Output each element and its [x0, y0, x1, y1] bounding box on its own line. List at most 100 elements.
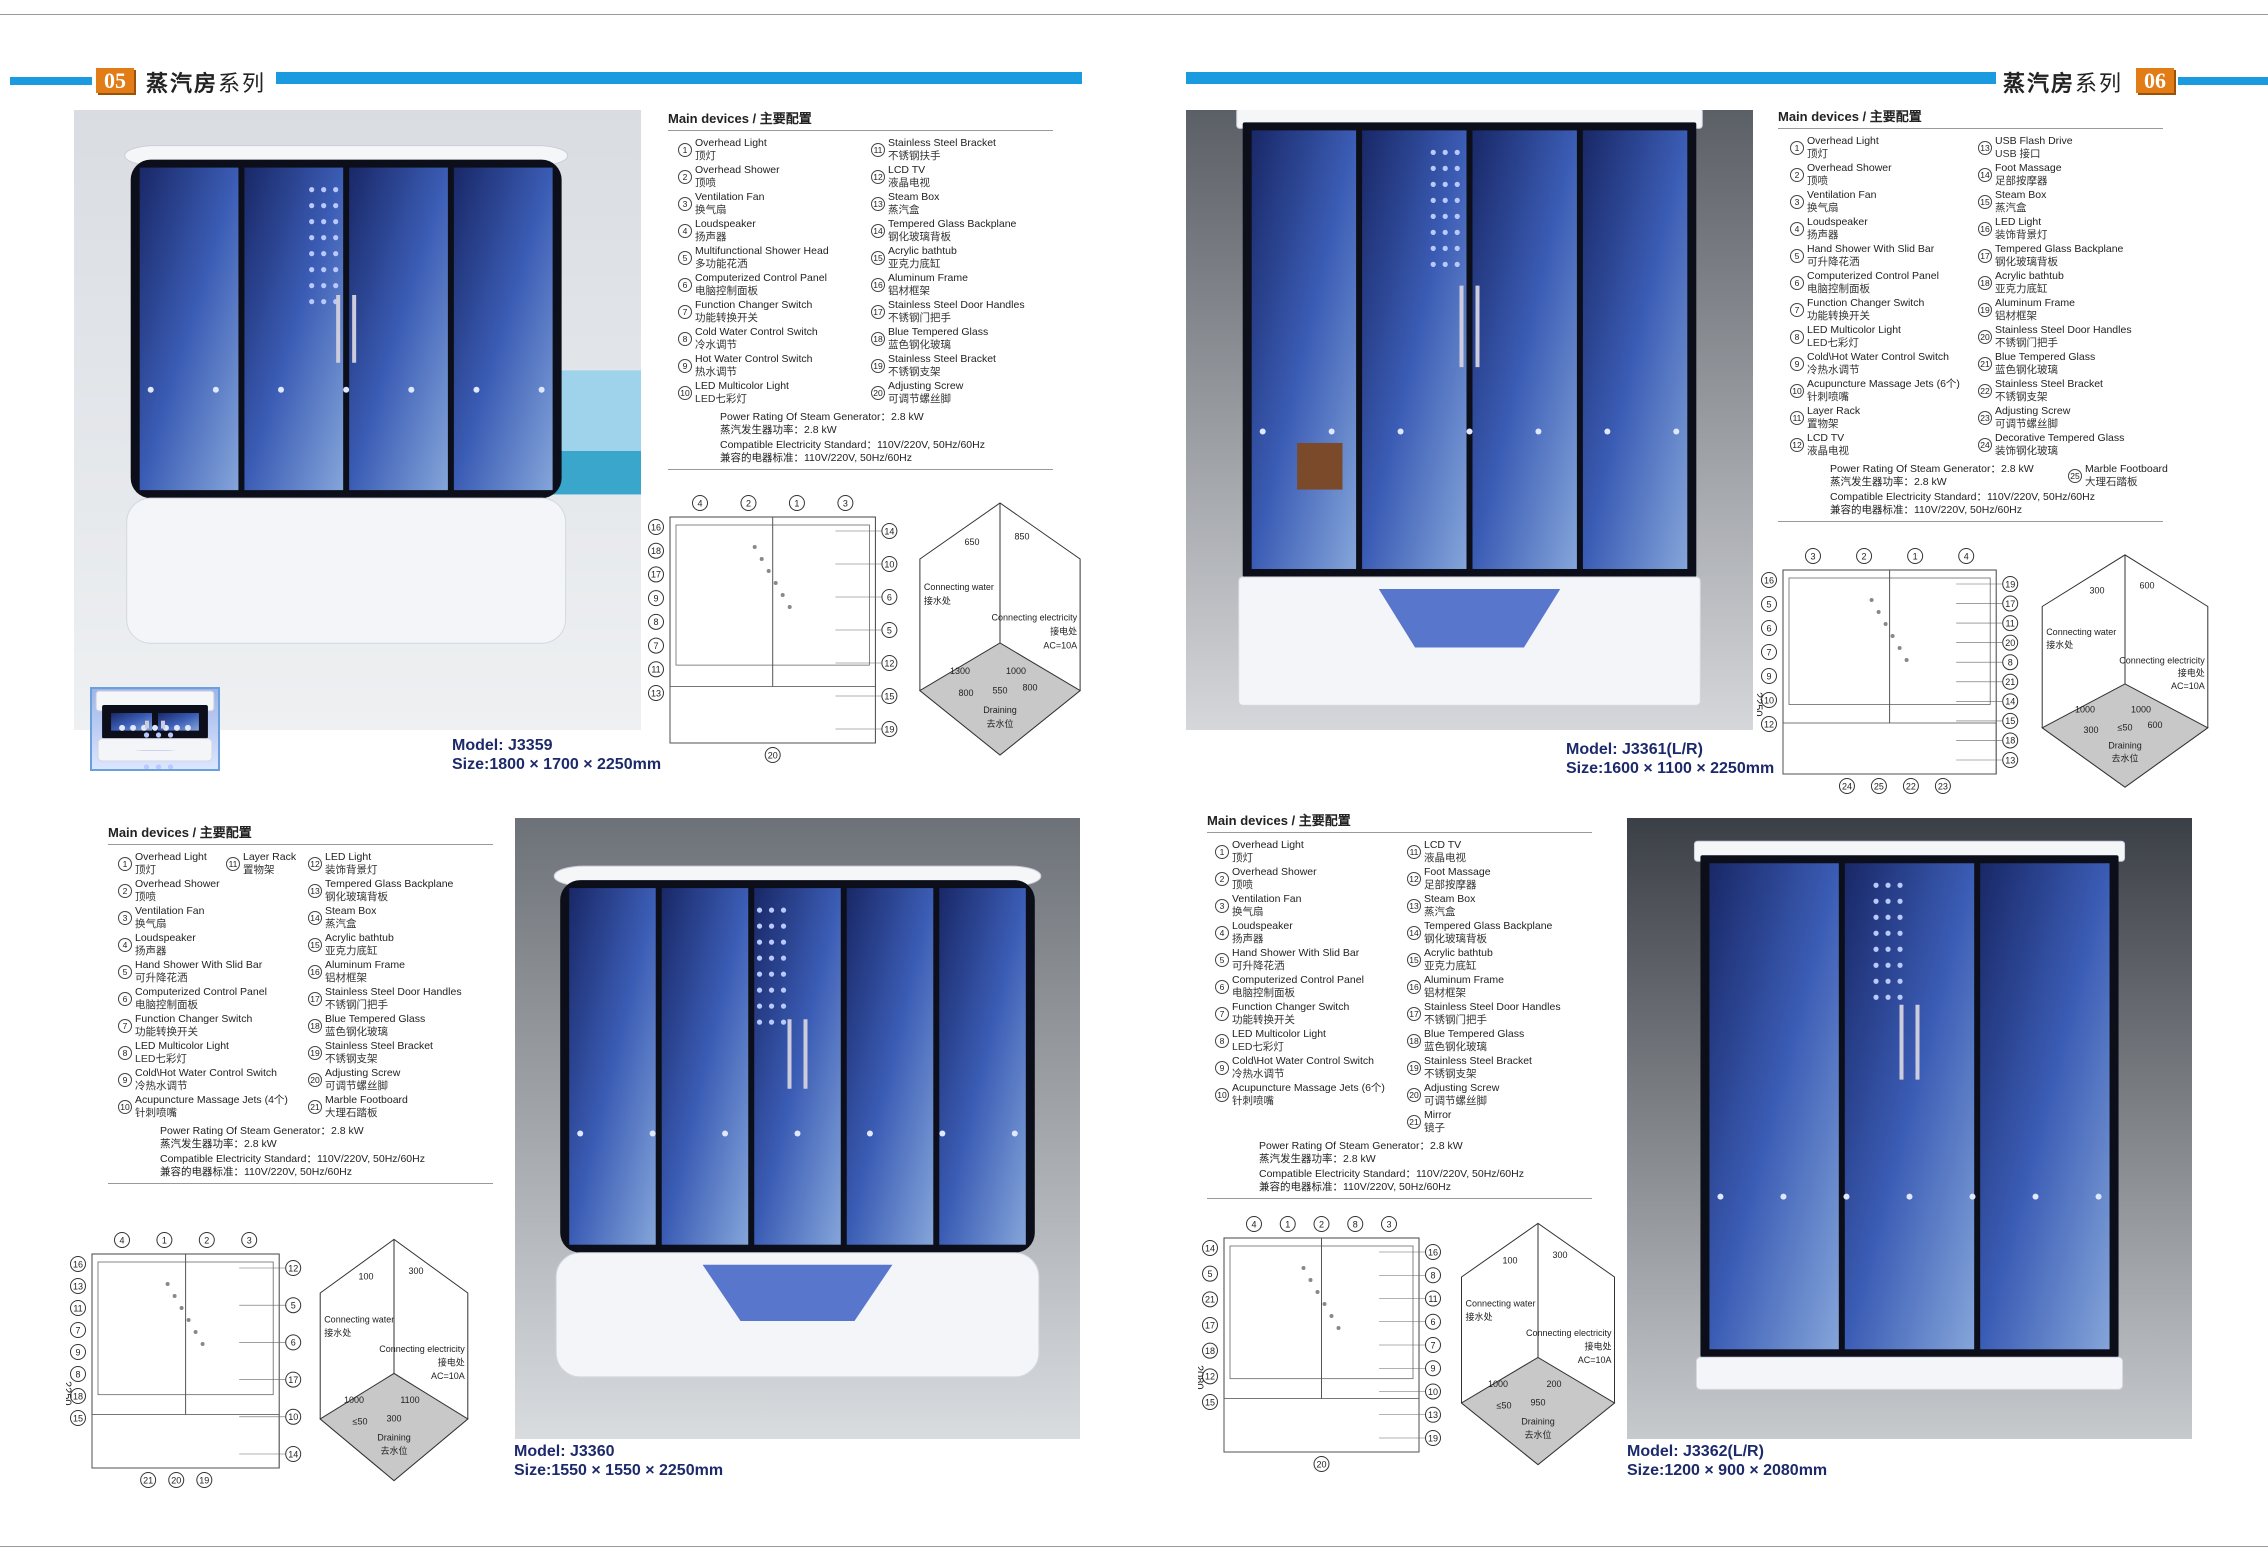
spec-title: Main devices / 主要配置: [668, 108, 1053, 131]
callout-number: 6: [1766, 623, 1771, 633]
diagram-callout: 6: [881, 589, 898, 605]
item-number-badge: 7: [1215, 1007, 1229, 1021]
diagram-callout: 9: [648, 590, 664, 607]
item-number-badge: 11: [1790, 411, 1804, 425]
diagram-callout: 17: [1202, 1317, 1218, 1333]
item-name-zh: 蓝色钢化玻璃: [325, 1025, 388, 1038]
item-name-zh: 电脑控制面板: [1807, 282, 1870, 295]
dimension-label: 100: [1502, 1256, 1517, 1266]
callout-number: 6: [291, 1338, 296, 1348]
diagram-callout: 1: [788, 495, 805, 511]
steam-power-en: Power Rating Of Steam Generator：2.8 kW: [1259, 1140, 1463, 1152]
callout-number: 3: [843, 498, 848, 508]
item-name-zh: 顶喷: [1807, 174, 1828, 187]
item-number-badge: 6: [1215, 980, 1229, 994]
diagram-callout: 4: [1246, 1216, 1262, 1232]
item-number-badge: 2: [1790, 168, 1804, 182]
item-name-zh: 足部按摩器: [1995, 174, 2048, 187]
dimension-label: 300: [408, 1266, 423, 1276]
item-name-zh: 不锈钢门把手: [325, 998, 388, 1011]
item-name-en: Stainless Steel Bracket: [888, 353, 996, 365]
item-name-zh: 液晶电视: [1424, 851, 1466, 864]
callout-number: 14: [2005, 697, 2015, 707]
electricity-standard-en: Compatible Electricity Standard：110V/220…: [1830, 491, 2095, 503]
item-name-en: Stainless Steel Bracket: [888, 137, 996, 149]
dimension-label: 300: [386, 1414, 401, 1424]
callout-number: 12: [884, 658, 894, 668]
item-name-zh: 换气扇: [1807, 201, 1839, 214]
callout-number: 19: [884, 724, 894, 734]
dimension-label: 850: [1014, 531, 1029, 541]
model-name: Model: J3362(L/R): [1627, 1443, 1764, 1460]
header-bar-right: [2178, 77, 2268, 85]
callout-number: 24: [1842, 781, 1852, 791]
install-label: 接电处: [2178, 667, 2205, 678]
shower-cabin-illustration: [1186, 110, 1753, 730]
item-name-zh: 扬声器: [1232, 932, 1264, 945]
item-number-badge: 20: [1978, 330, 1992, 344]
diagram-callout: 14: [2002, 693, 2019, 710]
item-name-zh: 针刺喷嘴: [135, 1106, 177, 1119]
item-name-zh: 针刺喷嘴: [1807, 390, 1849, 403]
item-name-en: Function Changer Switch: [1232, 1001, 1350, 1013]
diagram-callout: 3: [241, 1232, 258, 1248]
item-name-en: Ventilation Fan: [135, 905, 205, 917]
item-name-zh: 热水调节: [695, 365, 737, 378]
item-number-badge: 12: [1790, 438, 1804, 452]
item-name-zh: 顶喷: [695, 176, 716, 189]
callout-number: 16: [1764, 575, 1774, 585]
item-name-zh: 钢化玻璃背板: [1995, 255, 2058, 268]
diagram-callout: 7: [1425, 1337, 1441, 1353]
item-name-zh: 功能转换开关: [135, 1025, 198, 1038]
diagram-callout: 17: [285, 1371, 302, 1388]
item-name-en: Overhead Light: [1232, 839, 1304, 851]
item-name-en: Overhead Shower: [695, 164, 780, 176]
item-name-zh: 不锈钢扶手: [888, 149, 941, 162]
item-name-zh: 装饰背景灯: [1995, 228, 2048, 241]
item-name-zh: LED七彩灯: [1807, 336, 1859, 349]
diagram-callout: 13: [1425, 1406, 1441, 1423]
diagram-callout: 12: [1202, 1368, 1218, 1385]
item-number-badge: 13: [1978, 141, 1992, 155]
install-label: Connecting water: [2046, 627, 2116, 637]
item-name-en: Blue Tempered Glass: [325, 1013, 426, 1025]
dimension-label: ≤50: [353, 1416, 368, 1426]
item-name-zh: 不锈钢支架: [325, 1052, 378, 1065]
model-name: Model: J3360: [514, 1443, 615, 1460]
item-name-en: LED Light: [325, 851, 372, 863]
install-label: AC=10A: [1578, 1355, 1612, 1365]
item-name-zh: 铝材框架: [1995, 309, 2037, 322]
item-number-badge: 21: [308, 1100, 322, 1114]
item-name-en: Cold\Hot Water Control Switch: [135, 1067, 277, 1079]
item-number-badge: 19: [1978, 303, 1992, 317]
item-number-badge: 9: [678, 359, 692, 373]
item-name-en: LCD TV: [1807, 432, 1845, 444]
callout-number: 9: [1430, 1364, 1435, 1374]
item-name-zh: 不锈钢支架: [1424, 1067, 1477, 1080]
